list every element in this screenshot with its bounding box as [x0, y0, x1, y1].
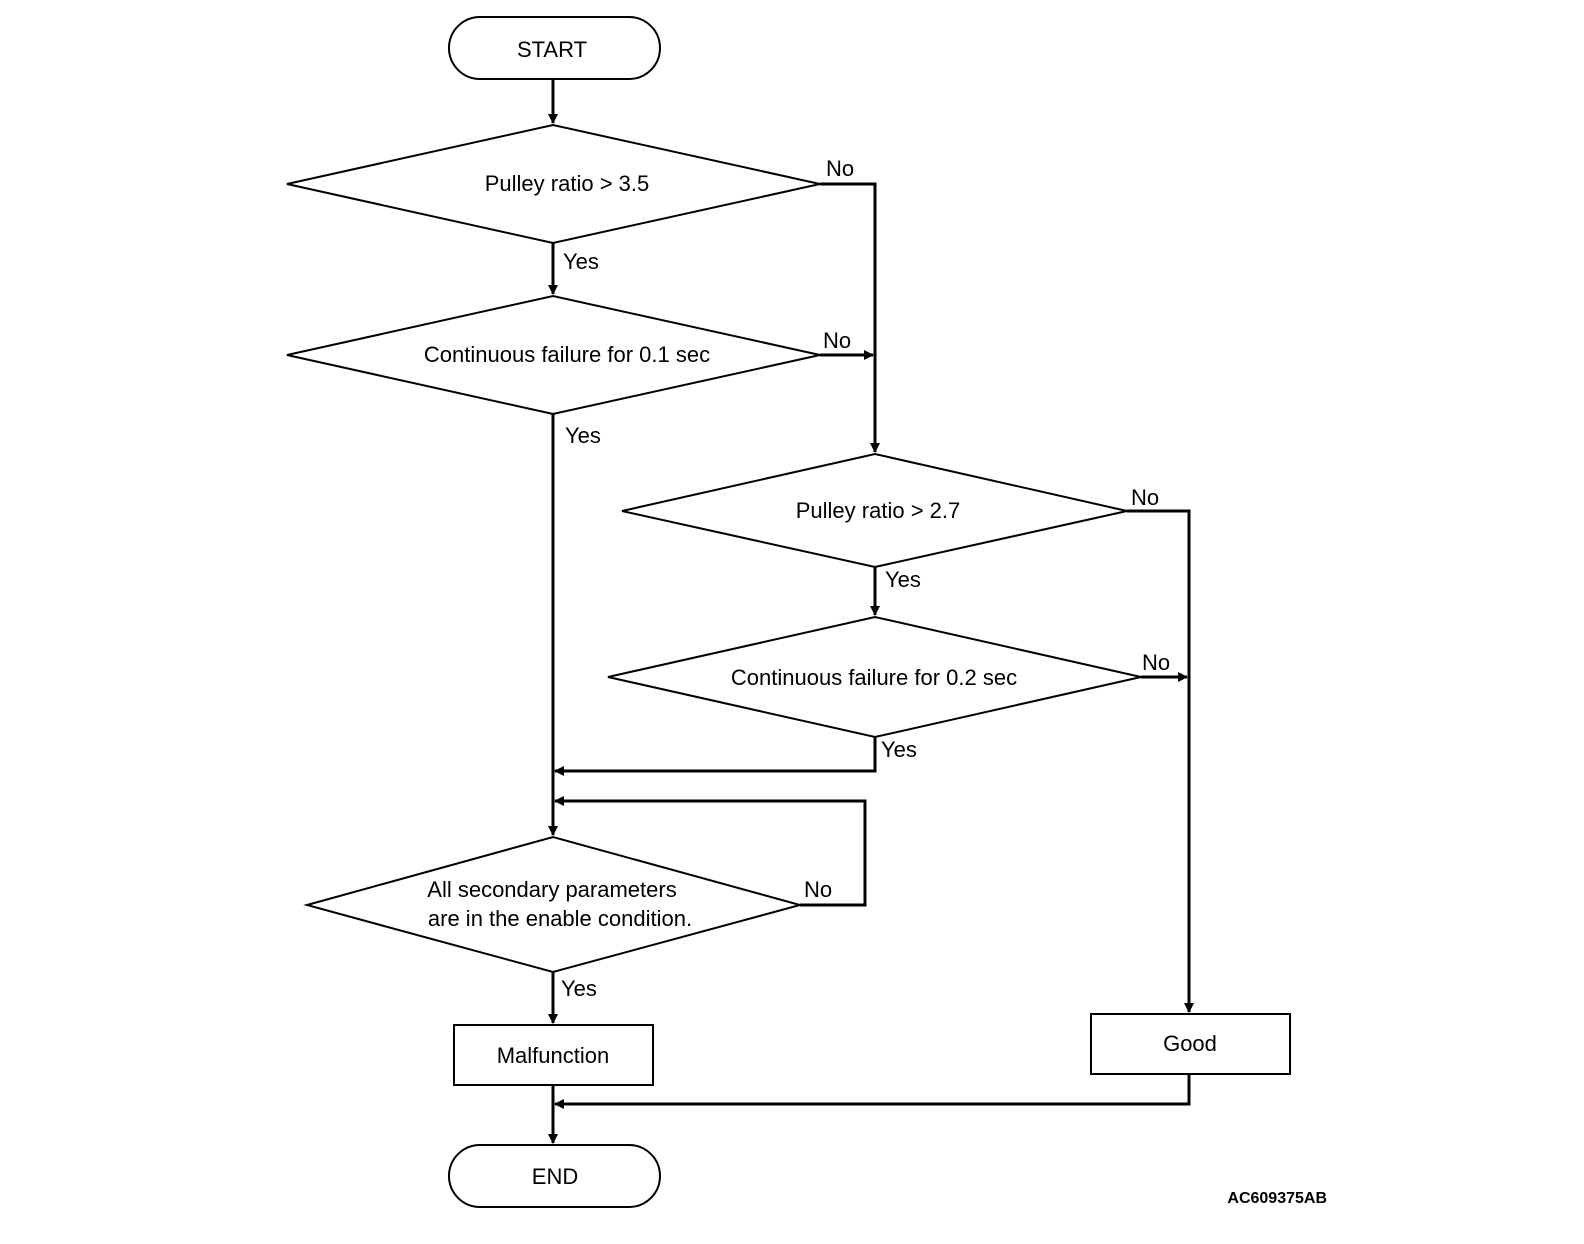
- label-yes-pulley-3-5: Yes: [563, 249, 599, 274]
- decision-secondary-parameters-label-line1: All secondary parameters: [427, 877, 676, 902]
- label-no-pulley-3-5: No: [826, 156, 854, 181]
- label-no-secondary: No: [804, 877, 832, 902]
- label-no-pulley-2-7: No: [1131, 485, 1159, 510]
- malfunction-box: Malfunction: [453, 1024, 654, 1086]
- decision-secondary-parameters: All secondary parameters are in the enab…: [303, 835, 804, 974]
- decision-continuous-failure-0-1-label: Continuous failure for 0.1 sec: [424, 342, 710, 367]
- decision-pulley-ratio-3-5: Pulley ratio > 3.5: [286, 123, 821, 245]
- decision-continuous-failure-0-2: Continuous failure for 0.2 sec: [607, 615, 1142, 739]
- malfunction-label: Malfunction: [497, 1043, 610, 1068]
- end-label: END: [532, 1164, 578, 1189]
- label-yes-failure-0-2: Yes: [881, 737, 917, 762]
- end-terminal: END: [448, 1144, 661, 1208]
- arrow-pulley-2-7-no: [1127, 509, 1194, 1013]
- decision-pulley-ratio-2-7: Pulley ratio > 2.7: [621, 452, 1128, 569]
- arrow-good-to-end: [554, 1074, 1191, 1109]
- label-yes-failure-0-1: Yes: [565, 423, 601, 448]
- good-label: Good: [1163, 1031, 1217, 1056]
- start-label: START: [517, 37, 587, 62]
- start-terminal: START: [448, 16, 661, 80]
- label-yes-secondary: Yes: [561, 976, 597, 1001]
- good-box: Good: [1090, 1013, 1291, 1075]
- decision-continuous-failure-0-2-label: Continuous failure for 0.2 sec: [731, 665, 1017, 690]
- decision-secondary-parameters-label-line2: are in the enable condition.: [428, 906, 692, 931]
- decision-continuous-failure-0-1: Continuous failure for 0.1 sec: [286, 294, 821, 416]
- arrow-failure-0-2-yes: [554, 737, 877, 776]
- arrow-secondary-no-loop: [554, 796, 867, 907]
- label-no-failure-0-1: No: [823, 328, 851, 353]
- decision-pulley-ratio-3-5-label: Pulley ratio > 3.5: [485, 171, 649, 196]
- label-yes-pulley-2-7: Yes: [885, 567, 921, 592]
- figure-code: AC609375AB: [1227, 1190, 1327, 1207]
- arrow-pulley-3-5-no: [820, 182, 880, 453]
- decision-pulley-ratio-2-7-label: Pulley ratio > 2.7: [796, 498, 960, 523]
- label-no-failure-0-2: No: [1142, 650, 1170, 675]
